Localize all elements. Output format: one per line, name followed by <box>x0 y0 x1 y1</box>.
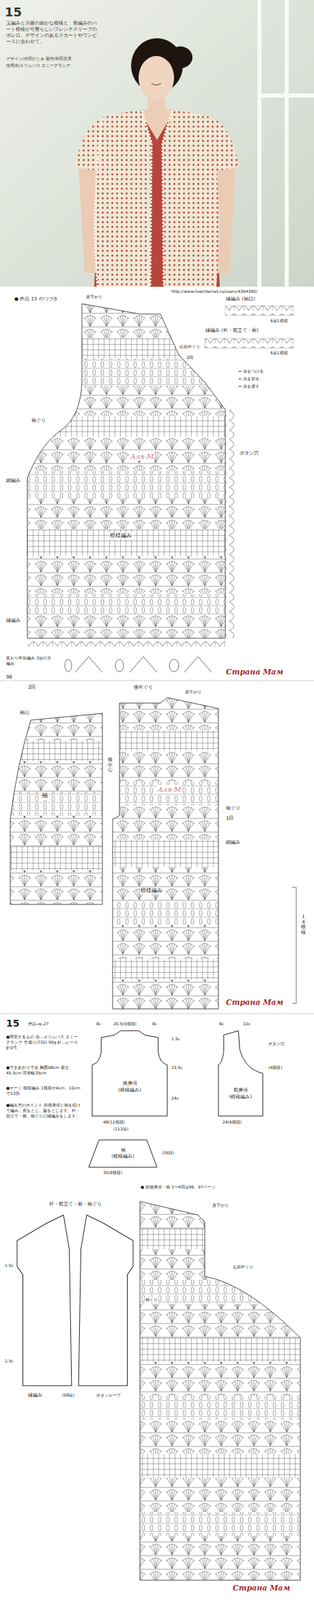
chart-label: (4模様) <box>267 1064 284 1071</box>
chart-label: 袖山 <box>19 709 31 717</box>
stitch-chart <box>136 1197 308 1581</box>
chart-label: http://www.liveinternet.ru/users/4394390… <box>170 288 259 295</box>
chart-label: 作品→p.27 <box>27 1021 50 1027</box>
chart-label: 袖ぐり <box>30 417 47 424</box>
chart-label: ●用意するもの 糸…オリムパス エミーグランデ 生成り(732) 95g 針…レ… <box>5 1034 82 1050</box>
chart-label: ●できあがり寸法 胸囲98cm 着丈45.5cm 背肩幅35cm <box>5 1064 82 1076</box>
watermark: Страна Мам <box>225 997 284 1008</box>
piece-outline <box>218 1030 263 1117</box>
chart-label: 後中心 <box>107 757 114 774</box>
chart-label: 細編み <box>5 477 22 484</box>
chart-label: ● 作品 15 のつづき <box>13 296 59 303</box>
chart-label: 6目1模様 <box>269 350 289 356</box>
chart-label: 24c <box>170 1095 180 1102</box>
chart-label: 8c <box>151 1021 158 1027</box>
chart-label: ボタン穴 <box>267 1040 286 1047</box>
piece-name: (模様編み) <box>117 1087 142 1094</box>
piece-name: 衿・前立て・裾・袖ぐり <box>48 1201 103 1208</box>
chart-label: 35(8模様) <box>102 1169 123 1176</box>
chart-label: 模様編み <box>139 887 164 895</box>
chart-label: 1.5c <box>170 1036 181 1042</box>
chart-label: ボタン穴 <box>238 450 260 457</box>
chart-label: 縁編み <box>5 617 22 624</box>
chart-label: 15.5c <box>170 1064 184 1071</box>
piece-outline <box>88 1139 157 1168</box>
piece-name: 後身頃 <box>122 1080 138 1087</box>
chart-label: 8c <box>218 1021 225 1027</box>
chart-label: 8c <box>95 1021 102 1027</box>
chart-label: 玉編みと方眼の細かな模様と、長編みのハート模様が可愛らしいフレンチスリーブのボレ… <box>5 20 99 46</box>
photo <box>0 0 314 287</box>
chart-label: (113目) <box>112 1126 130 1132</box>
chart-label: 24(6模様) <box>221 1119 243 1125</box>
chart-label: = 糸を切る <box>237 376 261 382</box>
chart-label: = 糸をつける <box>237 368 265 375</box>
chart-label: (98目) <box>61 1392 76 1398</box>
piece-outline <box>92 1030 168 1117</box>
chart-label: 左前衿ぐり <box>232 1264 254 1270</box>
chart-label: 2.5c <box>4 1358 15 1364</box>
chart-label: (36段) <box>161 1150 175 1156</box>
chart-label: ボタンループ <box>95 1392 122 1398</box>
chart-label: 肩下がり <box>85 294 104 300</box>
chart-label: ● 前後身頃・袖 1〜4回は96、97ページ <box>139 1184 217 1190</box>
chart-label: 変わり中長編み 3目の玉編み <box>5 655 55 667</box>
piece-name: 袖 <box>120 1147 127 1154</box>
chart-label: 袖ぐり <box>225 805 241 812</box>
chart-label: 右前衿ぐり <box>178 344 201 350</box>
watermark: Аля-М <box>129 451 155 461</box>
chart-label: 20.5(5模様) <box>112 1021 138 1027</box>
chart-label: 15 <box>5 1017 20 1030</box>
chart-label: 模様編み <box>109 532 133 540</box>
stitch-chart <box>0 696 314 1014</box>
chart-label: 縁編み <box>27 1392 44 1399</box>
chart-label: 2回 <box>27 684 37 691</box>
chart-label: = 糸を渡す <box>237 383 261 390</box>
chart-label: 1回 <box>225 815 235 822</box>
chart-label: 細編み <box>225 839 241 846</box>
watermark: Аля-М <box>157 785 182 794</box>
piece-name: 前身頃 <box>232 1087 249 1094</box>
chart-label: 15 <box>4 4 23 20</box>
piece-name: (模様編み) <box>110 1153 135 1160</box>
piece-outline <box>92 1030 168 1117</box>
pattern-piece: 前身頃(模様編み) <box>218 1030 263 1117</box>
piece-outline <box>218 1030 263 1117</box>
chart-label: 縁編み (衿・前立て・裾) <box>204 327 260 334</box>
chart-label: 後衿ぐり <box>133 684 154 691</box>
chart-label: 1.5c <box>4 1262 15 1269</box>
chart-label: 袖 <box>40 791 49 801</box>
pattern-piece: 袖(模様編み) <box>88 1139 157 1168</box>
piece-name: (模様編み) <box>228 1094 253 1101</box>
pattern-piece: 衿・前立て・裾・袖ぐり <box>17 1201 134 1386</box>
piece-outline <box>17 1215 134 1386</box>
chart-label: 10c <box>242 1021 252 1027</box>
chart-label: デザイン/吉田ひとみ 製作/和田恵美 <box>5 55 73 62</box>
stitch-chart <box>0 303 314 681</box>
chart-label: 使用糸/オリムパス エミーグランデ <box>5 62 71 69</box>
piece-outline <box>17 1215 134 1386</box>
chart-label: 48(12模様) <box>102 1119 126 1125</box>
chart-label: 3回 <box>185 354 194 361</box>
chart-label: 6目1模様 <box>269 318 289 324</box>
chart-label: 14模様 <box>300 914 307 936</box>
pattern-piece: 後身頃(模様編み) <box>92 1030 168 1117</box>
watermark: Страна Мам <box>225 667 284 678</box>
chart-label: 縁編み (袖口) <box>225 296 256 303</box>
chart-label: 96 <box>5 674 13 681</box>
chart-label: ●ゲージ 模様編み 1模様が4cm、10cmで13段 <box>5 1085 82 1097</box>
chart-label: ●編み方のポイント 前後身頃と袖を続けて編み、肩をとじ、脇をとじます。衿・前立て… <box>5 1102 82 1119</box>
chart-label: 肩下がり <box>211 1202 230 1209</box>
chart-label: 肩下がり <box>184 689 203 695</box>
watermark: Страна Мам <box>232 1583 291 1594</box>
chart-label: 袖ぐり <box>144 1296 159 1303</box>
